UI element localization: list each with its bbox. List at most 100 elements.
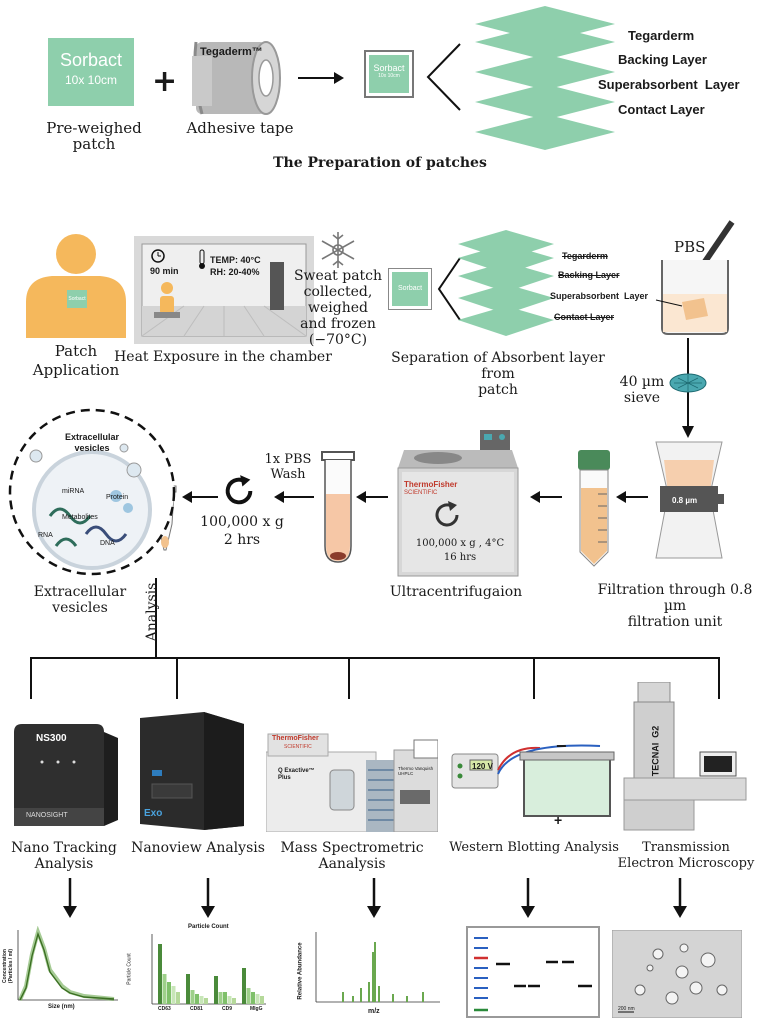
arrow-left-icon-1: [616, 491, 648, 503]
tem-label: TECNAI G2: [650, 725, 661, 777]
centrifuge-time: 16 hrs: [443, 552, 477, 563]
patch-caption: Pre-weighed patch: [46, 119, 142, 153]
rotate-icon-2: [225, 475, 253, 505]
ms-peak: [378, 986, 380, 1002]
nanoview-bar: [260, 996, 264, 1004]
sorbact-patch: Sorbact 10x 10cm: [48, 38, 134, 106]
arrow-down-ms: [367, 878, 381, 918]
sorbact-patch-size: 10x 10cm: [64, 73, 118, 87]
nanoview-bar: [171, 986, 176, 1004]
nanoview-bar: [232, 998, 236, 1004]
wb-plus: +: [554, 812, 563, 828]
nanosight-label: NS300: [36, 733, 67, 744]
nanoview-bar: [167, 982, 171, 1004]
wb-blot: [466, 926, 600, 1018]
arrow-left-icon-2: [530, 491, 562, 503]
arrow-down-nta: [63, 878, 77, 918]
chamber-caption: Heat Exposure in the chamber: [114, 349, 332, 365]
sep-layer-4: Contact Layer: [554, 312, 615, 322]
tem-caption: Transmission Electron Microscopy: [617, 840, 755, 871]
centrifuge-brand: ThermoFisher: [404, 480, 458, 489]
ev-dna: DNA: [100, 540, 115, 547]
rotate-icon: [435, 501, 459, 527]
nanoview-bar: [218, 992, 223, 1004]
ms-brand: ThermoFisher: [272, 735, 319, 742]
nanoview-device: [140, 712, 244, 830]
ms-ylabel: Relative Abundance: [297, 942, 304, 1000]
wash-caption: 1x PBS Wash: [264, 452, 312, 482]
centrifuge-brand-sub: SCIENTIFIC: [404, 490, 438, 496]
sieve-caption: 40 µm sieve: [619, 374, 665, 406]
small-patch: Sorbact 10x 10cm: [369, 55, 409, 93]
heat-chamber: [134, 236, 314, 344]
branch-5: [718, 657, 720, 699]
sweat-caption: Sweat patch collected, weighed and froze…: [293, 268, 383, 348]
arrow-right-icon: [298, 72, 344, 84]
expand-bracket-icon: [426, 43, 461, 111]
western-blot-device: [451, 744, 615, 817]
ms-peak: [352, 996, 354, 1002]
spin-speed: 100,000 x g: [200, 514, 284, 530]
ms-peak: [372, 952, 374, 1002]
ms-brand-sub: SCIENTIFIC: [284, 744, 312, 750]
ms-chart: [315, 932, 440, 1003]
snowflake-icon: [321, 232, 355, 268]
nanoview-cat-2: CD81: [190, 1006, 203, 1012]
nanoview-bar: [214, 976, 218, 1004]
tape-brand: Tegaderm™: [200, 46, 263, 58]
nta-xlabel: Size (nm): [48, 1004, 75, 1010]
nanoview-bar: [199, 996, 204, 1004]
branch-4: [533, 657, 535, 699]
test-tube: [321, 451, 355, 563]
branch-3: [348, 657, 350, 699]
nta-ylabel: Concentration (Particles / ml): [2, 948, 14, 984]
nanoview-title: Particle Count: [188, 924, 229, 930]
ms-xlabel: m/z: [368, 1008, 380, 1015]
small-patch-size: 10x 10cm: [378, 73, 400, 79]
nanoview-caption: Nanoview Analysis: [131, 840, 265, 856]
person-icon: [26, 234, 126, 338]
ms-peak: [422, 992, 424, 1002]
ev-protein: Protein: [106, 494, 129, 501]
wb-caption: Western Blotting Analysis: [449, 840, 619, 855]
pbs-label: PBS: [674, 238, 706, 256]
ms-model: Q Exactive™ Plus: [278, 768, 315, 781]
spin-time: 2 hrs: [223, 532, 261, 548]
nta-caption: Nano Tracking Analysis: [11, 840, 117, 872]
tem-device: [623, 682, 747, 831]
filter-label: 0.8 µm: [672, 496, 698, 505]
sieve-icon: [669, 373, 707, 393]
tem-scale: 200 nm: [618, 1006, 635, 1012]
nanoview-bar: [223, 992, 227, 1004]
sorbact-patch-title: Sorbact: [59, 50, 123, 70]
nanoview-label: Exo: [144, 808, 163, 819]
ev-circle: [8, 408, 176, 576]
analysis-trunk: [155, 578, 157, 658]
filtration-unit: [655, 441, 724, 559]
arrow-down-tem: [673, 878, 687, 918]
analysis-branch-line: [30, 657, 720, 659]
ms-side: Thermo Vanquish UHPLC: [398, 766, 434, 776]
ev-title: Extracellular vesicles: [64, 432, 120, 453]
chamber-rh: RH: 20-40%: [210, 267, 260, 277]
wb-minus: −: [556, 736, 567, 756]
nanoview-bar: [195, 994, 199, 1004]
arrow-left-icon-3: [356, 491, 388, 503]
sep-caption: Separation of Absorbent layer from patch: [391, 350, 605, 398]
prep-title: The Preparation of patches: [273, 155, 487, 171]
beaker-icon: [655, 220, 735, 335]
arrow-left-icon-5: [182, 491, 218, 503]
ev-metabolites: Metabolites: [62, 514, 98, 521]
layer-stack: [475, 6, 615, 150]
filtration-caption: Filtration through 0.8 µm filtration uni…: [597, 582, 753, 630]
tape-roll-icon: [192, 41, 281, 115]
layer-label-1: Tegarderm: [628, 28, 695, 43]
person-patch: Sorbact: [67, 290, 87, 308]
centrifuge-speed: 100,000 x g , 4°C: [415, 538, 505, 549]
sep-patch-label: Sorbact: [397, 285, 423, 292]
small-patch-title: Sorbact: [373, 63, 405, 73]
nanoview-chart: [151, 934, 266, 1005]
sep-layer-3: Superabsorbent Layer: [550, 291, 649, 301]
chamber-time: 90 min: [150, 266, 179, 276]
tape-caption: Adhesive tape: [186, 119, 294, 137]
